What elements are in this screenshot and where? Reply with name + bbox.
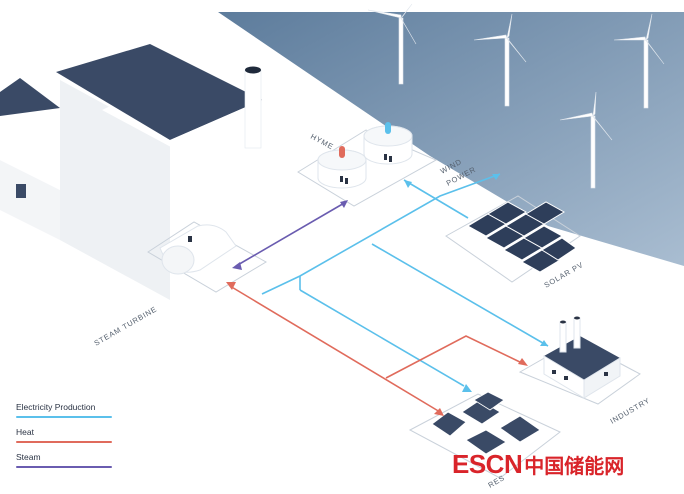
watermark-cjk: 中国储能网 [524, 456, 625, 478]
heat-arrow [226, 282, 236, 290]
legend-item: Steam [16, 452, 126, 468]
residential-houses [431, 391, 541, 455]
legend-swatch [16, 416, 112, 418]
heat-arrow [434, 408, 444, 416]
steam-flow-line [235, 201, 347, 267]
industry-factory [543, 316, 621, 399]
wind-turbine-group [367, 3, 665, 189]
wind-turbine-icon [559, 91, 613, 189]
power-plant-building [0, 44, 270, 300]
legend-label: Electricity Production [16, 402, 96, 412]
hyme-label: HYME [309, 132, 335, 152]
wind-turbine-icon [613, 13, 665, 109]
hyme-platform [297, 129, 438, 207]
steam-arrow [232, 262, 242, 270]
legend-label: Heat [16, 427, 34, 437]
legend-swatch [16, 441, 112, 443]
industry-label: INDUSTRY [609, 396, 652, 426]
turbine-platform [147, 221, 267, 293]
electricity-arrow [404, 180, 412, 188]
wind-turbine-icon [473, 13, 527, 107]
watermark-latin: ESCN [452, 449, 523, 479]
wind-turbine-icon [367, 3, 417, 85]
steam-turbine-unit [159, 224, 237, 275]
solar-panels [467, 201, 577, 273]
legend-item: Heat [16, 427, 126, 443]
hyme-tanks [317, 122, 413, 189]
legend-item: Electricity Production [16, 402, 126, 418]
heat-flow-lines [229, 285, 525, 413]
residential-platform [408, 393, 561, 479]
legend-swatch [16, 466, 112, 468]
electricity-arrow [462, 384, 472, 392]
legend-label: Steam [16, 452, 41, 462]
electricity-arrow [492, 174, 500, 180]
sea-area [218, 12, 684, 266]
heat-arrow [518, 358, 528, 366]
electricity-flow-lines [261, 173, 549, 387]
solar-platform [445, 195, 581, 283]
steam-arrow [340, 200, 348, 208]
steam-turbine-label: STEAM TURBINE [93, 304, 159, 347]
electricity-arrow [540, 340, 548, 346]
